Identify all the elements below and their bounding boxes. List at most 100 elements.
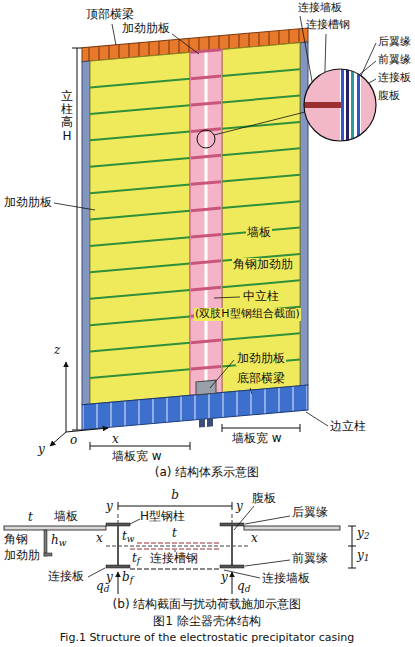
part-label: y1 <box>357 549 370 563</box>
part-label: 连接槽钢 <box>306 19 350 32</box>
wall-panel <box>222 43 300 393</box>
width-dimension <box>222 428 300 429</box>
angle-stiffener <box>222 201 300 208</box>
edge-column <box>82 61 90 405</box>
part-label: qd <box>96 580 109 594</box>
angle-stiffener <box>90 132 190 141</box>
part-label: y <box>236 500 243 514</box>
part-label: 顶部横梁 <box>86 8 134 22</box>
part-label: (双肢H型钢组合截面) <box>194 308 301 321</box>
width-dimension <box>90 446 190 447</box>
part-label: 加劲肋板 <box>122 22 170 36</box>
part-label: tf <box>132 552 140 566</box>
stiffener-plate <box>191 154 221 160</box>
part-label: 底部横梁 <box>236 372 286 386</box>
dimension-tick <box>300 424 301 432</box>
part-label: (a) 结构体系示意图 <box>155 466 260 480</box>
angle-stiffener <box>90 105 190 114</box>
part-label: b <box>171 489 179 503</box>
height-dimension <box>77 48 78 430</box>
angle-stiffener <box>222 333 300 340</box>
detail-link <box>214 112 305 135</box>
leader-lines <box>54 16 376 426</box>
angle-stiffener <box>90 211 190 220</box>
part-label: 连接墙板 <box>262 572 310 586</box>
angle-stiffener <box>90 316 190 325</box>
part-label: Fig.1 Structure of the electrostatic pre… <box>60 632 354 645</box>
column-foot <box>207 418 213 427</box>
stiffener-plate <box>191 101 221 107</box>
detail-marker <box>197 130 215 148</box>
casing-structure <box>82 28 308 438</box>
stiffener-plate <box>191 339 221 345</box>
stiffener-plate <box>191 233 221 239</box>
leader-lines <box>88 506 290 578</box>
part-label: 中立柱 <box>242 290 280 304</box>
part-label: 墙板 <box>54 510 78 524</box>
dimension-tick <box>90 442 91 450</box>
wall-panel <box>90 52 190 404</box>
angle-stiffener <box>222 280 300 287</box>
cross-section <box>4 502 356 594</box>
part-label: 角钢 <box>4 533 28 547</box>
stiffener-plate <box>191 286 221 292</box>
stiffener-plate <box>191 75 221 81</box>
angle-stiffener <box>90 237 190 246</box>
part-label: 加劲肋板 <box>4 196 52 210</box>
part-label: x <box>250 532 259 546</box>
part-label: y <box>221 571 228 585</box>
angle-stiffener <box>222 69 300 76</box>
part-label: qd <box>237 580 250 594</box>
angle-stiffener <box>90 79 190 88</box>
angle-stiffener <box>90 369 190 378</box>
angle-stiffener <box>90 290 190 299</box>
angle-stiffener <box>90 343 190 352</box>
column-foot <box>199 419 205 428</box>
part-label: bf <box>122 571 133 585</box>
part-label: 墙板 <box>246 226 272 240</box>
part-label: x <box>95 532 104 546</box>
part-label: 立柱高 H <box>61 90 73 143</box>
part-label: H型钢柱 <box>140 510 185 524</box>
part-label: hw <box>51 534 66 548</box>
part-label: t <box>28 511 33 525</box>
y-axis <box>50 432 66 446</box>
part-label: y <box>38 443 45 457</box>
part-label: 前翼缘 <box>292 552 328 566</box>
angle-stiffener <box>222 96 300 103</box>
stiffener-plate <box>191 259 221 265</box>
part-label: 边立柱 <box>330 420 366 434</box>
part-label: o <box>70 434 77 448</box>
angle-stiffener <box>90 264 190 273</box>
angle-stiffener <box>90 158 190 167</box>
angle-stiffener <box>90 184 190 193</box>
figure-caption: 图1 除尘器壳体结构 <box>153 615 260 629</box>
part-label: t <box>172 527 177 541</box>
part-label: 墙板宽 w <box>112 450 162 464</box>
part-label: 角钢加劲肋 <box>232 258 294 272</box>
stiffener-plate <box>191 365 221 371</box>
dimension-tick <box>190 442 191 450</box>
part-label: (b) 结构截面与扰动荷载施加示意图 <box>113 598 302 612</box>
part-label: tw <box>121 530 136 544</box>
part-label: 腹板 <box>252 492 276 506</box>
bottom-stiffener-plate <box>196 380 216 395</box>
part-label: 墙板宽 w <box>232 432 282 446</box>
part-label: 后翼缘 <box>292 506 328 520</box>
angle-stiffener <box>222 148 300 155</box>
dimension-tick <box>222 424 223 432</box>
bottom-beam <box>82 385 308 430</box>
part-label: 腹板 <box>378 90 400 103</box>
middle-column <box>190 50 222 396</box>
part-label: 后翼缘 <box>378 36 411 49</box>
part-label: z <box>54 344 60 358</box>
dimension-tick <box>72 48 82 49</box>
part-label: y2 <box>357 527 370 541</box>
part-label: 连接板 <box>48 570 84 584</box>
part-label: 连接槽钢 <box>150 552 198 566</box>
inset-detail <box>300 65 385 145</box>
part-label: 连接墙板 <box>298 2 342 15</box>
part-label: 连接板 <box>378 72 411 85</box>
part-label: 前翼缘 <box>378 54 411 67</box>
